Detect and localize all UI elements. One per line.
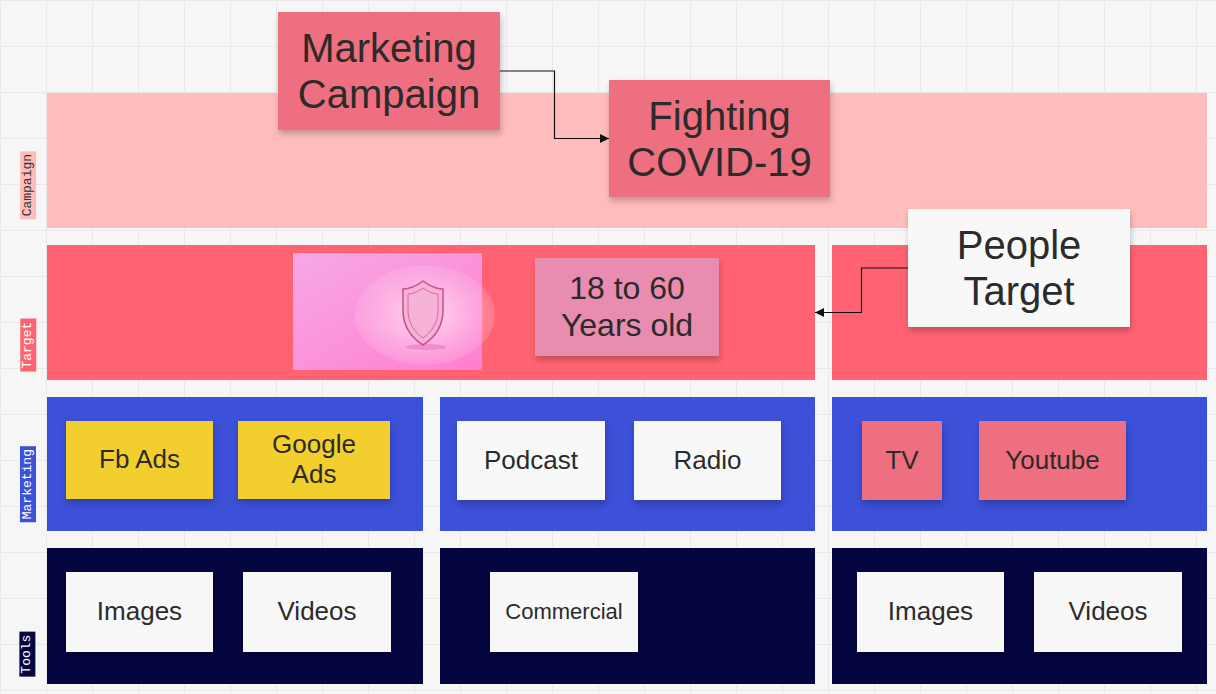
sticky-text: Fighting COVID-19	[618, 93, 821, 185]
shield-inner-outline	[408, 288, 438, 338]
target-band: People Target	[832, 245, 1207, 380]
tools-band: Images Videos	[47, 548, 423, 684]
illustration-glow	[355, 265, 495, 365]
target-sticky: 18 to 60 Years old	[535, 258, 719, 356]
campaign-band: Fighting COVID-19	[47, 93, 1207, 228]
channel-sticky: TV	[862, 421, 942, 500]
lane-label: Marketing	[20, 446, 36, 522]
marketing-band: Podcast Radio	[440, 397, 815, 531]
sticky-text: Radio	[674, 446, 742, 476]
tools-band: Commercial	[440, 548, 815, 684]
sticky-text: Images	[97, 597, 182, 627]
channel-sticky: Podcast	[457, 421, 605, 500]
channel-sticky: Fb Ads	[66, 421, 213, 499]
lane-label: Target	[20, 319, 36, 372]
tool-sticky: Videos	[243, 572, 391, 652]
sticky-text: Podcast	[484, 446, 578, 476]
connector-arrow	[815, 268, 908, 313]
tool-sticky: Videos	[1034, 572, 1182, 652]
shield-shadow	[406, 344, 446, 350]
sticky-text: Commercial	[505, 599, 622, 624]
sticky-text: People Target	[917, 222, 1121, 314]
target-band: 18 to 60 Years old	[47, 245, 815, 380]
sticky-text: Videos	[1068, 597, 1147, 627]
sticky-text: Images	[888, 597, 973, 627]
sticky-text: Youtube	[1005, 446, 1099, 476]
campaign-sticky: Marketing Campaign	[278, 12, 500, 130]
tool-sticky: Commercial	[490, 572, 638, 652]
sticky-text: 18 to 60 Years old	[544, 270, 710, 344]
sticky-text: TV	[885, 446, 918, 476]
campaign-sticky: Fighting COVID-19	[609, 80, 830, 197]
shield-symbol	[403, 281, 443, 345]
lane-label: Campaign	[20, 151, 36, 219]
sticky-text: Google Ads	[247, 430, 381, 490]
tool-sticky: Images	[66, 572, 213, 652]
sticky-text: Videos	[277, 597, 356, 627]
sticky-text: Fb Ads	[99, 445, 180, 475]
channel-sticky: Google Ads	[238, 421, 390, 499]
channel-sticky: Radio	[634, 421, 781, 500]
channel-sticky: Youtube	[979, 421, 1126, 500]
tools-band: Images Videos	[832, 548, 1207, 684]
tool-sticky: Images	[857, 572, 1004, 652]
marketing-band: Fb Ads Google Ads	[47, 397, 423, 531]
target-sticky: People Target	[908, 209, 1130, 327]
sticky-text: Marketing Campaign	[287, 25, 491, 117]
marketing-band: TV Youtube	[832, 397, 1207, 531]
connector-arrow	[500, 71, 609, 139]
lane-label: Tools	[20, 631, 36, 676]
illustration-background	[293, 253, 482, 370]
